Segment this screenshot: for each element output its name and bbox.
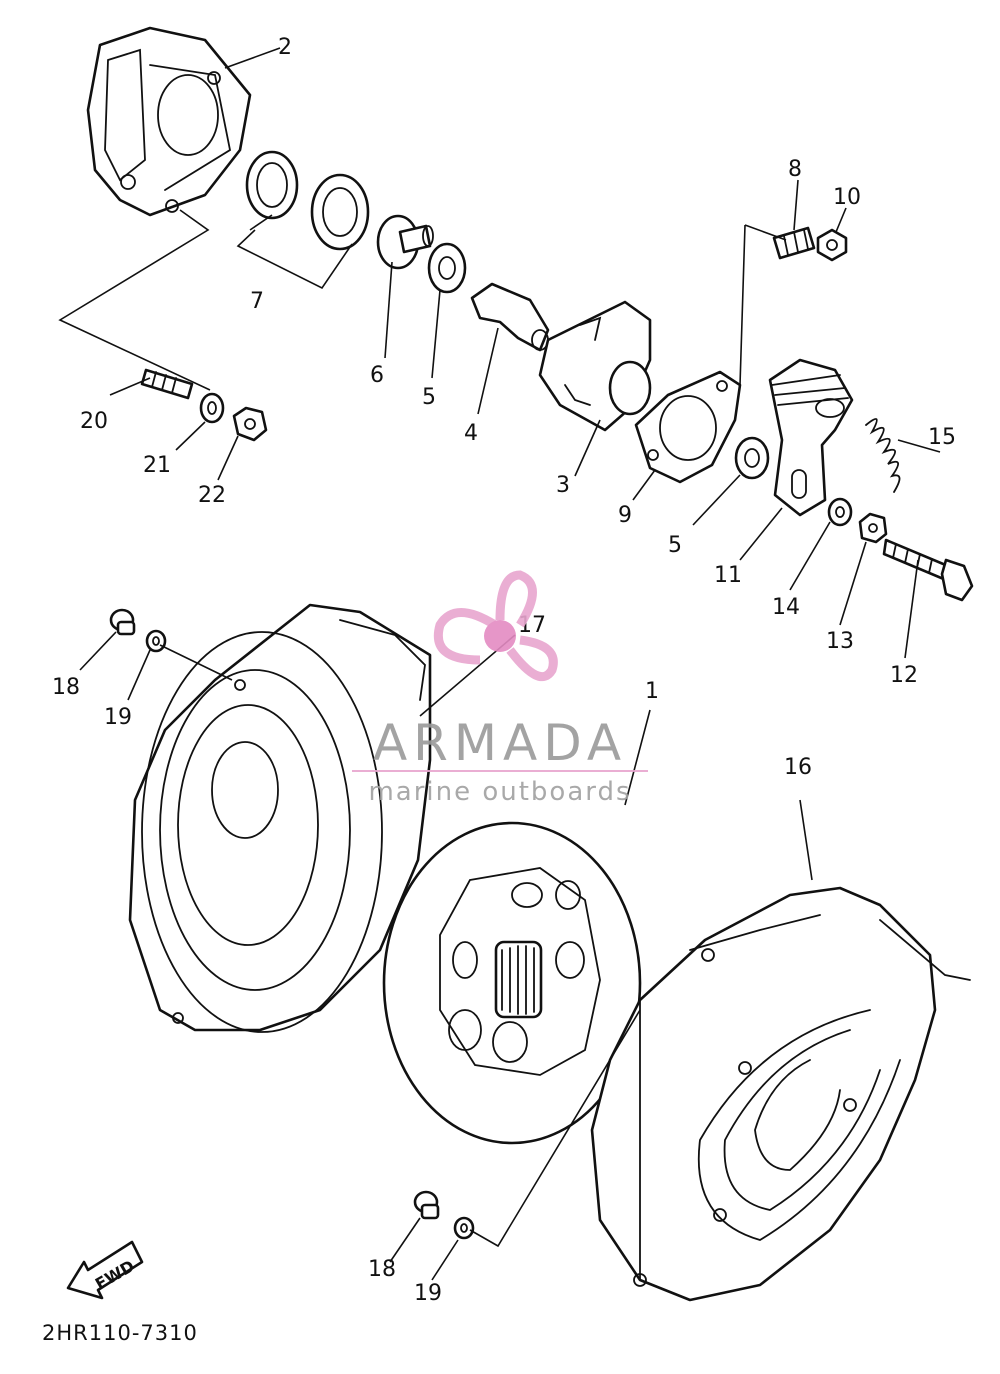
callout-10: 10 bbox=[833, 185, 861, 210]
callout-20: 20 bbox=[80, 409, 108, 434]
part-14-washer bbox=[827, 497, 853, 527]
watermark-tagline: marine outboards bbox=[368, 777, 631, 807]
callout-18-bottom: 18 bbox=[368, 1257, 396, 1282]
callout-1: 1 bbox=[645, 679, 659, 704]
leader-lines bbox=[58, 47, 941, 1281]
part-19-washer-top bbox=[145, 629, 167, 653]
callout-19-top: 19 bbox=[104, 705, 132, 730]
watermark-brand: ARMADA bbox=[373, 714, 627, 772]
part-2-housing bbox=[86, 26, 252, 217]
drawing-code: 2HR110-7310 bbox=[42, 1321, 198, 1345]
callout-18-top: 18 bbox=[52, 675, 80, 700]
callout-6: 6 bbox=[370, 363, 384, 388]
callout-21: 21 bbox=[143, 453, 171, 478]
callout-4: 4 bbox=[464, 421, 478, 446]
part-16-rear-housing bbox=[590, 886, 971, 1302]
callout-11: 11 bbox=[714, 563, 742, 588]
callout-13: 13 bbox=[826, 629, 854, 654]
callout-8: 8 bbox=[788, 157, 802, 182]
callout-5-right: 5 bbox=[668, 533, 682, 558]
part-10-nut bbox=[816, 228, 848, 262]
part-13-nut bbox=[858, 512, 888, 544]
propeller-logo-icon bbox=[434, 570, 558, 682]
callout-12: 12 bbox=[890, 663, 918, 688]
part-21-washer bbox=[199, 392, 225, 424]
part-11-lever bbox=[768, 358, 854, 517]
callout-3: 3 bbox=[556, 473, 570, 498]
part-1-rotor bbox=[382, 821, 642, 1145]
callout-5-top: 5 bbox=[422, 385, 436, 410]
callout-15: 15 bbox=[928, 425, 956, 450]
part-5-bearing-top bbox=[427, 242, 467, 294]
callout-22: 22 bbox=[198, 483, 226, 508]
callout-16: 16 bbox=[784, 755, 812, 780]
part-12-bolt bbox=[882, 538, 974, 602]
part-6-shaft bbox=[376, 214, 434, 270]
part-20-stud bbox=[140, 368, 194, 400]
part-9-gasket bbox=[634, 370, 742, 484]
part-3-cover-plate bbox=[538, 300, 652, 432]
part-4-cam bbox=[470, 282, 550, 352]
part-18-screw-top bbox=[109, 608, 136, 636]
part-19-washer-bottom bbox=[453, 1216, 475, 1240]
part-8-stud bbox=[772, 226, 816, 260]
callout-2: 2 bbox=[278, 35, 292, 60]
part-15-spring bbox=[865, 418, 901, 493]
part-18-screw-bottom bbox=[413, 1190, 440, 1220]
callout-14: 14 bbox=[772, 595, 800, 620]
part-7-seals bbox=[245, 150, 370, 251]
watermark: ARMADA marine outboards bbox=[352, 570, 648, 807]
callout-19-bottom: 19 bbox=[414, 1281, 442, 1306]
part-22-nut bbox=[232, 406, 268, 442]
callout-7: 7 bbox=[250, 289, 264, 314]
fwd-arrow: FWD bbox=[66, 1240, 144, 1300]
part-5-bearing-right bbox=[734, 436, 770, 480]
part-17-front-cover bbox=[128, 603, 432, 1033]
callout-9: 9 bbox=[618, 503, 632, 528]
